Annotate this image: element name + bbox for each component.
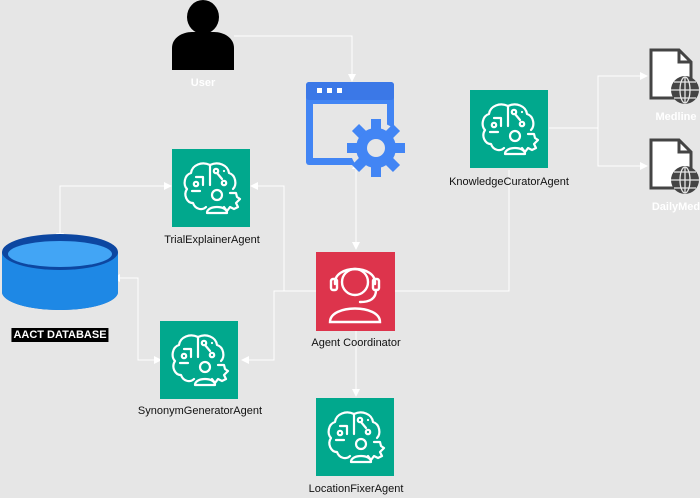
edge-knowledge-medline (549, 72, 648, 129)
agent-coordinator-label: Agent Coordinator (311, 337, 401, 349)
trial-explainer-agent-icon (170, 147, 252, 229)
edge-coordinator-trial (250, 182, 316, 292)
user-icon (172, 0, 234, 70)
support-headset-icon (316, 252, 395, 331)
knowledge-curator-agent-icon (468, 88, 550, 170)
location-fixer-agent-icon (314, 396, 396, 478)
web-document-icon (649, 48, 699, 194)
edge-db-trial (56, 182, 172, 241)
web-app-settings-icon (306, 82, 405, 177)
user-label: User (190, 77, 216, 89)
user-node (172, 0, 234, 70)
dailymed-label: DailyMed (651, 201, 700, 213)
edge-coordinator-knowledge (395, 170, 510, 292)
aact-database-label: AACT DATABASE (11, 328, 109, 342)
location-fixer-label: LocationFixerAgent (308, 483, 404, 495)
edge-db-synonym (112, 274, 162, 364)
connectors (56, 35, 648, 397)
edge-coordinator-synonym (241, 290, 284, 364)
synonym-generator-agent-icon (158, 319, 240, 401)
edge-knowledge-dailymed (597, 128, 648, 170)
medline-label: Medline (655, 111, 697, 123)
database-icon (2, 234, 118, 310)
knowledge-curator-label: KnowledgeCuratorAgent (449, 176, 569, 188)
edge-user-to-app (234, 35, 356, 82)
aact-database-text: AACT DATABASE (11, 328, 109, 342)
trial-explainer-label: TrialExplainerAgent (164, 234, 260, 246)
synonym-generator-label: SynonymGeneratorAgent (137, 405, 263, 417)
